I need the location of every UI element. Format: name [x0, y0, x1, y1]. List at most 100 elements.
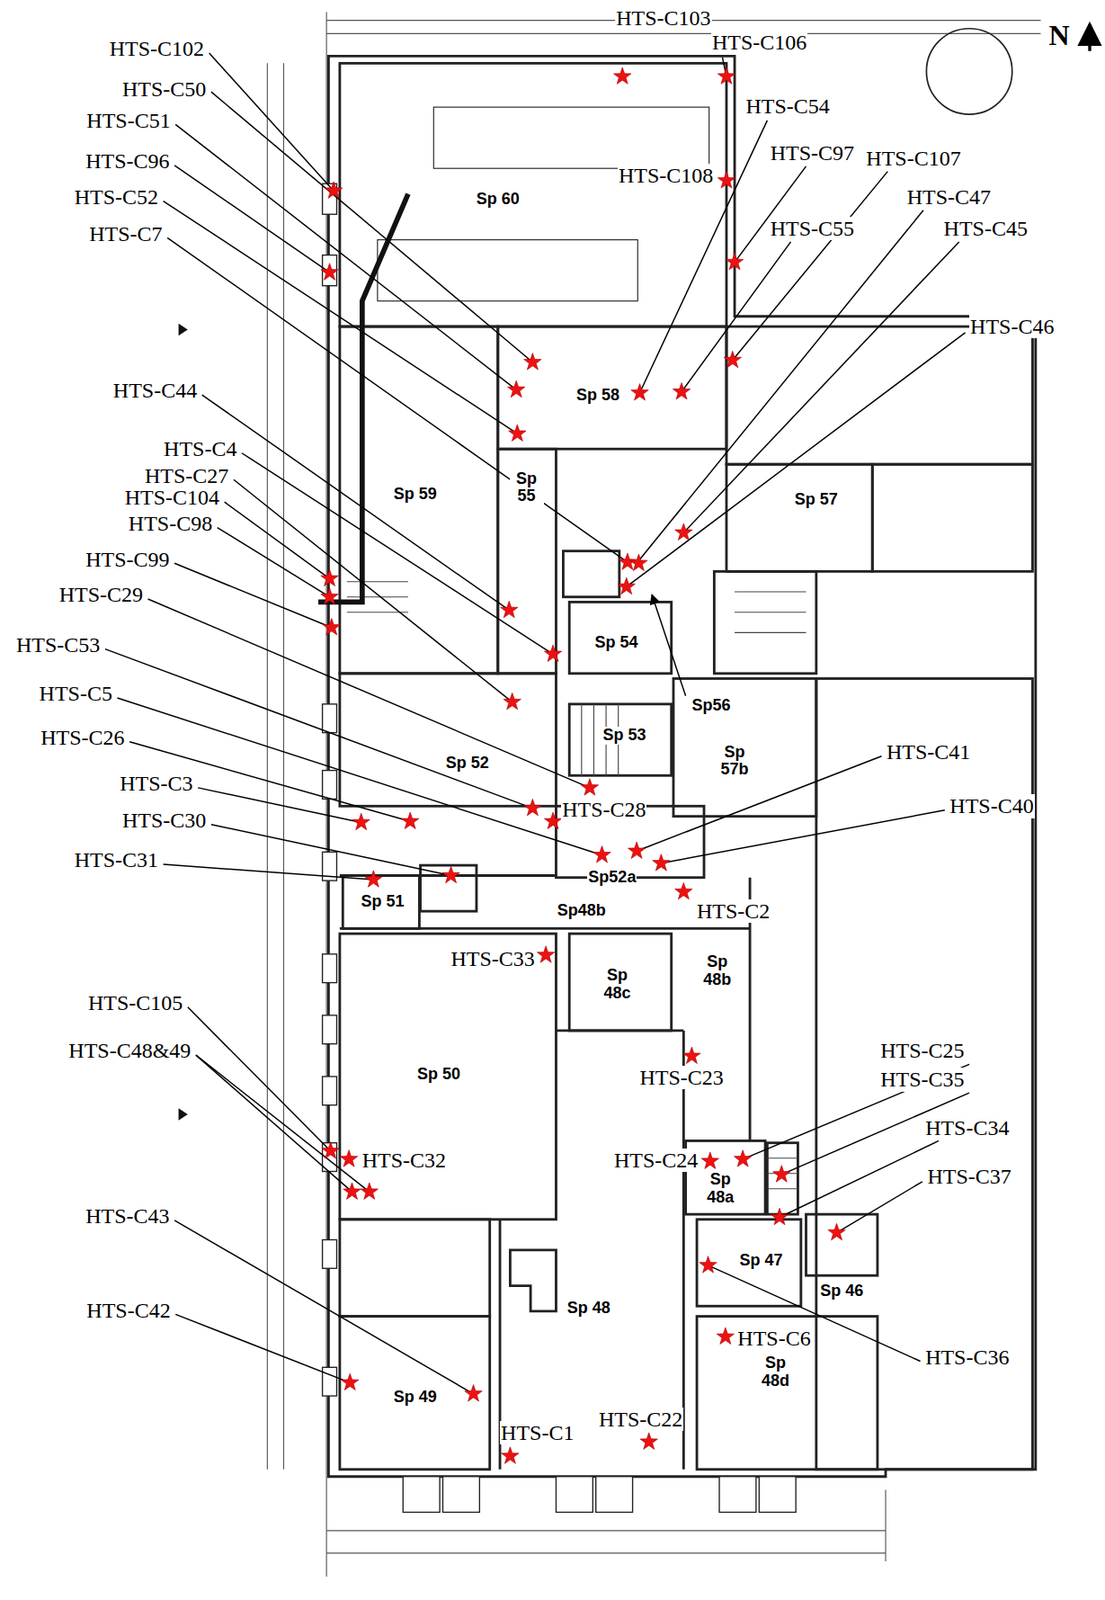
sample-star [503, 692, 521, 709]
sample-star [543, 811, 562, 829]
sample-callout: HTS-C99 [84, 547, 170, 571]
window [322, 953, 338, 983]
stair-tread [766, 1157, 798, 1159]
room-wall [339, 1219, 491, 1317]
sample-callout: HTS-C1 [499, 1420, 575, 1444]
stair-tread [347, 596, 409, 598]
sample-callout: HTS-C103 [614, 6, 712, 30]
dimension-line [884, 1488, 886, 1560]
leader-line [211, 824, 452, 876]
leader-line [175, 1313, 350, 1382]
room-label: Sp 48b [696, 953, 739, 990]
sample-star [500, 600, 518, 617]
leader-lines [105, 53, 970, 1394]
room-label: Sp 58 [575, 386, 621, 405]
sample-callout: HTS-C5 [38, 681, 114, 705]
window [322, 1076, 338, 1105]
sample-star [627, 841, 645, 858]
dimension-line [326, 33, 1041, 35]
section-marker [178, 1107, 188, 1121]
sample-callout: HTS-C42 [85, 1298, 171, 1322]
sample-callout: HTS-C4 [162, 436, 238, 461]
sample-star [324, 181, 342, 198]
sample-star [683, 1046, 701, 1063]
leader-line [779, 1140, 939, 1217]
walls [328, 55, 1035, 1476]
room-wall [726, 463, 873, 571]
sample-star [617, 577, 635, 594]
leader-line [640, 120, 768, 393]
window [322, 770, 338, 800]
sample-star [828, 1222, 846, 1239]
sample-star [725, 252, 743, 269]
leader-line [174, 1220, 473, 1394]
room-label: Sp 60 [475, 190, 521, 209]
equipment [433, 106, 709, 169]
sample-star [543, 644, 562, 661]
sample-callout: HTS-C108 [617, 163, 714, 188]
sample-callout: HTS-C22 [597, 1407, 684, 1431]
window [322, 1015, 338, 1044]
leader-line [636, 210, 924, 564]
room-wall [339, 62, 727, 327]
sample-star [442, 865, 460, 883]
sample-star [652, 854, 670, 871]
sample-star [717, 171, 735, 188]
stair [569, 703, 671, 776]
sample-star [593, 846, 611, 863]
sample-star [501, 1446, 519, 1463]
window [443, 1476, 481, 1513]
room-label: Sp 46 [819, 1282, 865, 1301]
room-wall [569, 601, 671, 673]
sample-callout: HTS-C102 [108, 36, 205, 61]
leader-line [197, 787, 362, 823]
sample-star [360, 1182, 378, 1199]
sample-star [320, 263, 339, 280]
sample-callout: HTS-C105 [87, 990, 184, 1015]
stair-tread [580, 703, 582, 776]
leader-line [187, 1006, 331, 1151]
sample-star [723, 350, 741, 367]
sample-star [320, 588, 339, 605]
wall-cabinet [509, 1249, 556, 1311]
sample-star [614, 67, 632, 84]
stair-tread [734, 590, 806, 592]
room-label: Sp 54 [593, 633, 639, 652]
sample-callout: HTS-C47 [906, 185, 992, 209]
sample-star [536, 945, 554, 963]
room-wall [696, 1316, 878, 1470]
leader-line [196, 1054, 370, 1192]
stair-tread [766, 1187, 798, 1189]
sample-callout: HTS-C55 [769, 216, 856, 241]
sample-star [701, 1151, 719, 1168]
stair-treads [347, 581, 807, 1189]
stair-tread [347, 580, 409, 582]
room-label: Sp 47 [739, 1251, 785, 1270]
stair-tread [734, 632, 806, 633]
room-label: Sp 49 [392, 1388, 438, 1407]
leader-line [117, 697, 603, 856]
sample-callout: HTS-C53 [15, 632, 101, 657]
north-label: N [1047, 19, 1070, 52]
stair [713, 570, 816, 673]
sample-callout: HTS-C44 [112, 378, 198, 402]
sample-star [401, 811, 419, 829]
sample-star [341, 1372, 359, 1390]
leader-line [732, 171, 888, 361]
sample-callout: HTS-C107 [864, 146, 962, 170]
sample-star [631, 383, 649, 401]
room-wall [342, 874, 419, 928]
leader-line [217, 527, 330, 598]
leader-line [209, 53, 334, 191]
sample-callout: HTS-C97 [769, 141, 856, 165]
sample-star [508, 424, 526, 441]
window [402, 1476, 440, 1513]
window [322, 703, 338, 733]
room-wall [498, 448, 557, 674]
sample-star [717, 67, 735, 84]
room-wall [339, 933, 557, 1220]
sample-star [365, 870, 383, 887]
sample-callout: HTS-C29 [58, 582, 144, 606]
room-wall [806, 1213, 878, 1275]
sample-callout: HTS-C54 [744, 94, 830, 118]
